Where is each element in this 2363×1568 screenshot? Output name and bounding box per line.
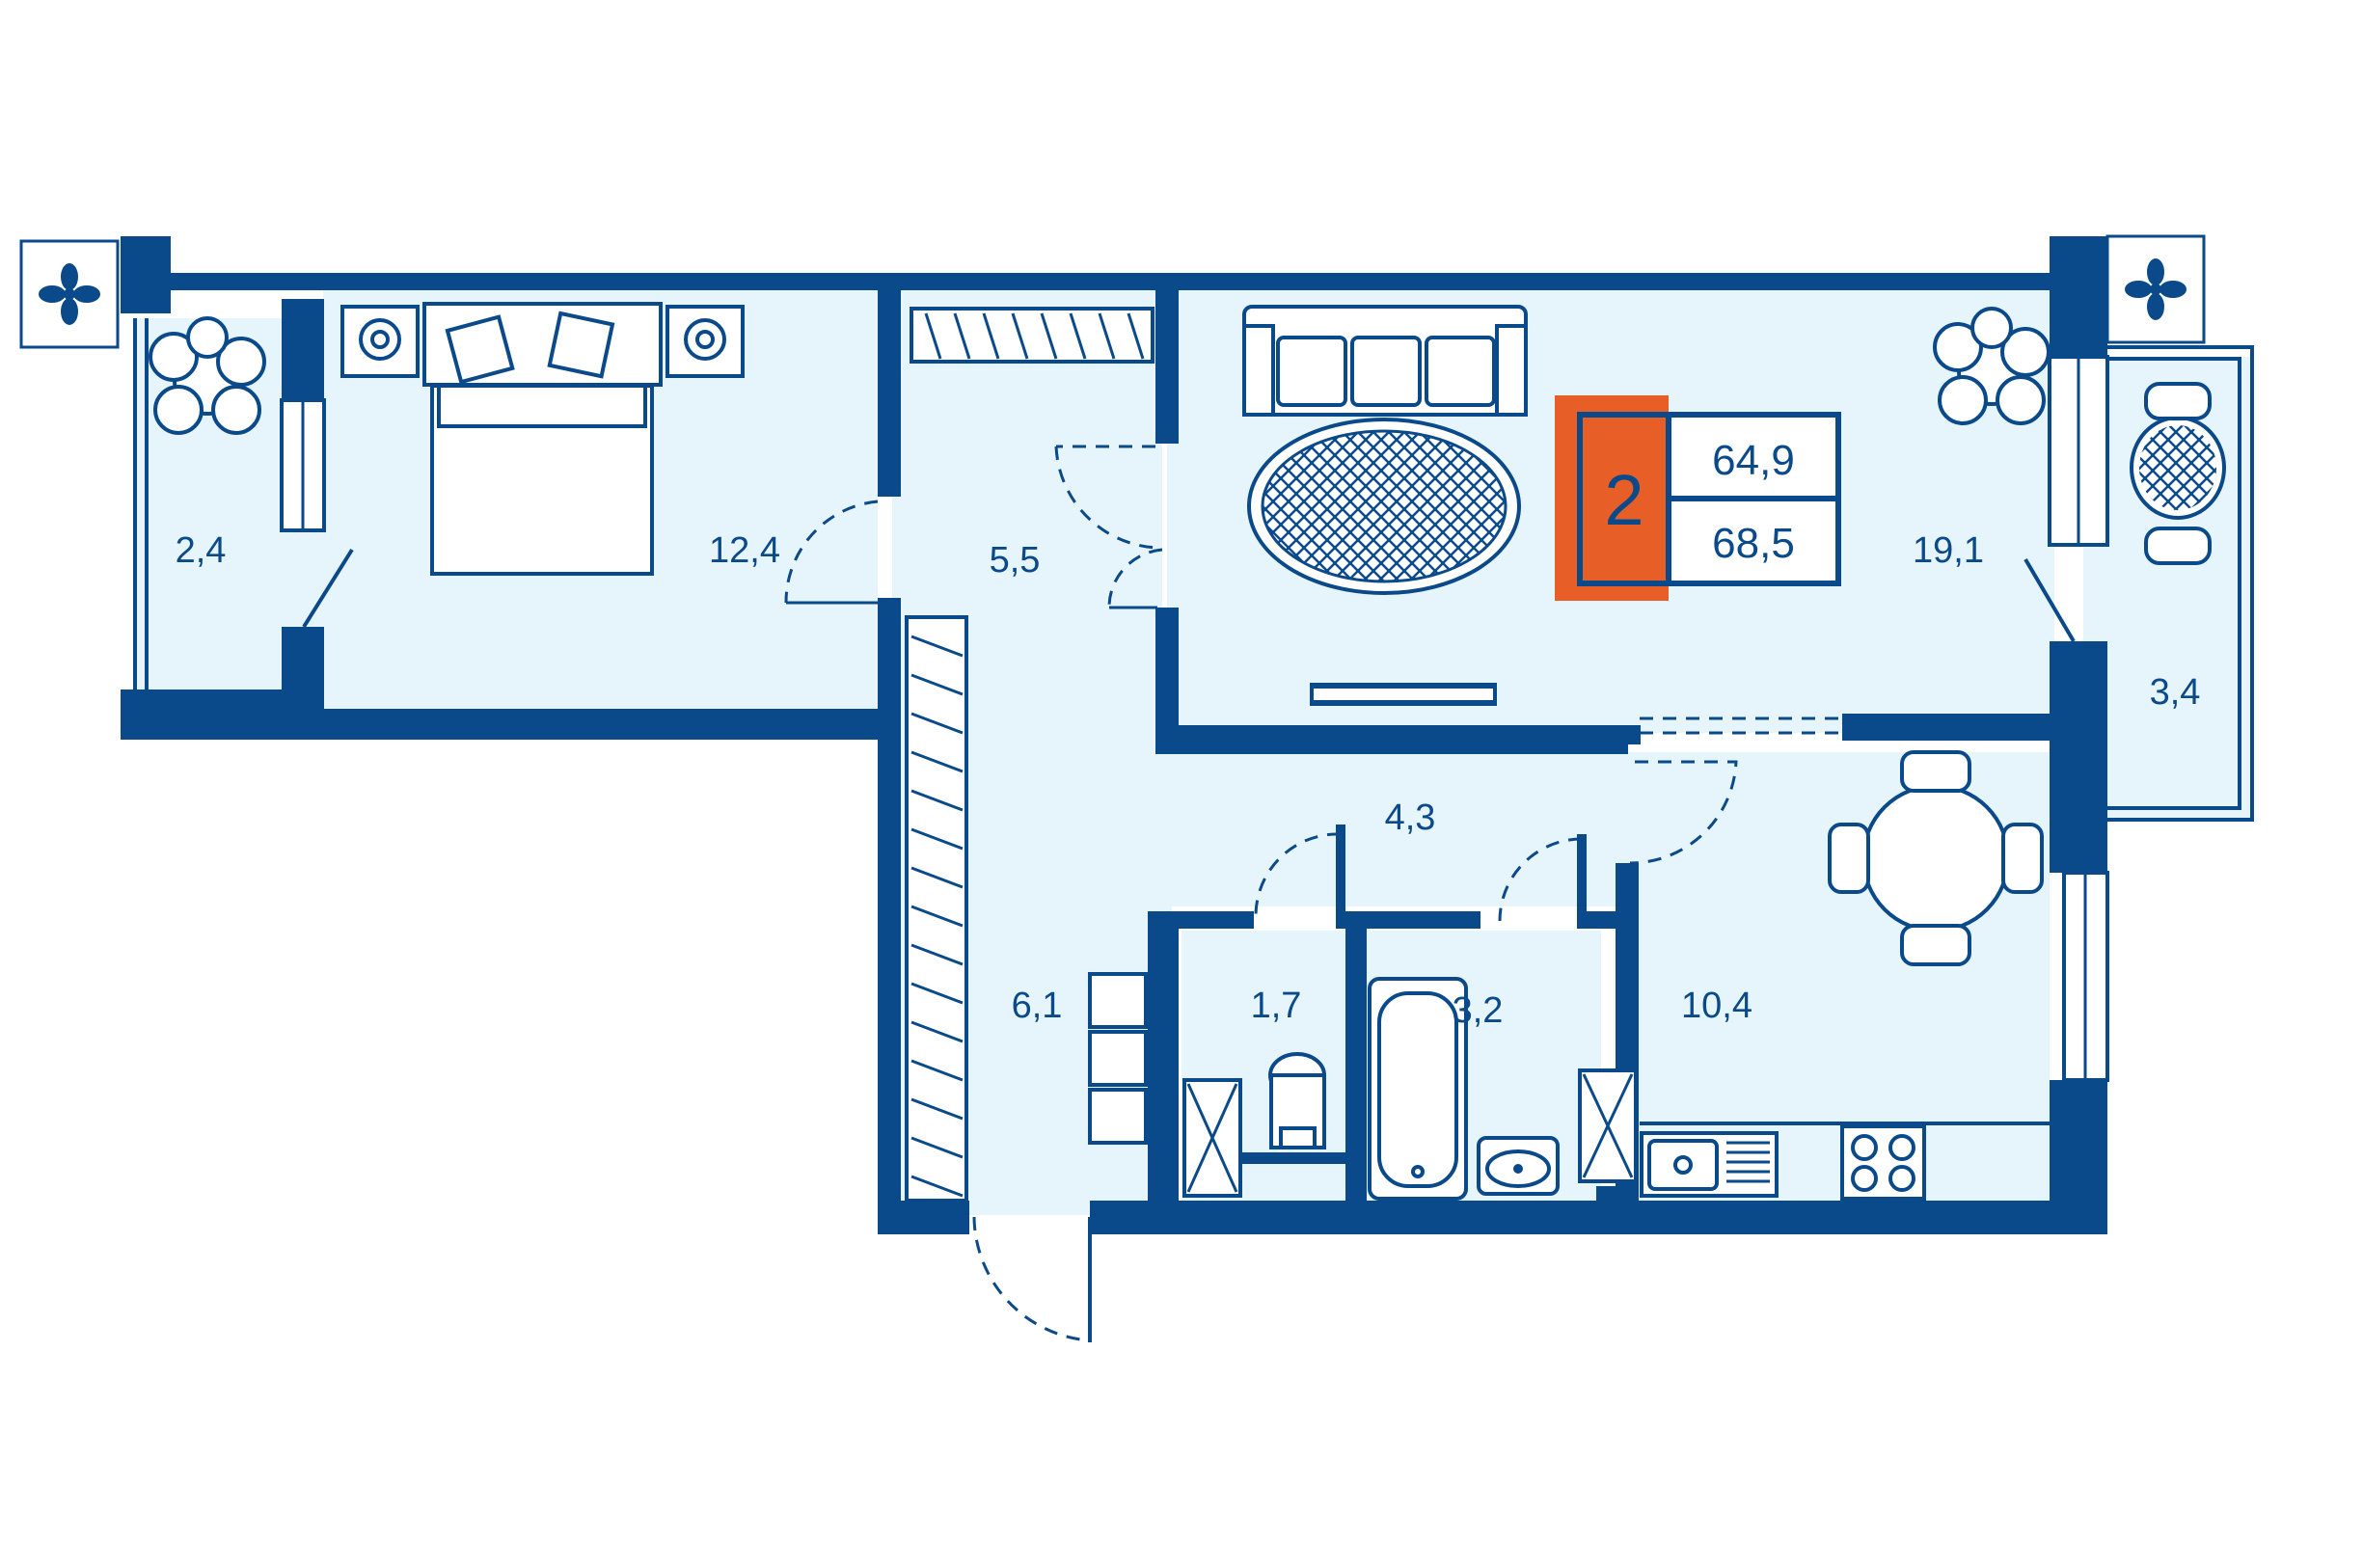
door-entrance <box>972 1216 1089 1342</box>
door-living-bottom <box>1107 548 1163 608</box>
area-loggia-left: 2,4 <box>176 530 227 571</box>
shaft-icon <box>1182 1078 1242 1198</box>
sink-icon <box>1477 1136 1560 1196</box>
walls <box>121 236 2107 1234</box>
toilet-icon <box>1268 1052 1326 1149</box>
sofa-icon <box>1242 305 1528 417</box>
ac-fan-icon <box>19 239 120 349</box>
area-corridor: 5,5 <box>990 540 1041 581</box>
door-kitchen <box>1629 760 1738 865</box>
living-area-value: 64,9 <box>1712 437 1795 484</box>
table-icon <box>1828 750 2044 966</box>
bathtub-icon <box>1368 977 1468 1201</box>
shoe-rack-icon <box>1088 972 1148 1145</box>
floor-hall <box>1162 752 1635 906</box>
area-labels: 2,4 12,4 5,5 19,1 3,4 4,3 6,1 1,7 3,2 10… <box>176 530 2201 1031</box>
area-bedroom: 12,4 <box>709 530 780 571</box>
area-entry: 6,1 <box>1012 986 1063 1026</box>
wardrobe-icon <box>910 307 1154 364</box>
area-kitchen: 10,4 <box>1681 986 1752 1026</box>
rug-icon <box>1247 418 1521 595</box>
doors <box>784 445 1842 1342</box>
tv-icon <box>1310 685 1497 704</box>
shaft-icon <box>1578 1068 1638 1183</box>
area-wc: 1,7 <box>1251 986 1302 1026</box>
floor-vest <box>974 1138 1100 1215</box>
area-balcony-right: 3,4 <box>2150 672 2201 713</box>
plant-icon <box>149 316 266 435</box>
door-living-arc <box>1054 446 1158 550</box>
table-icon <box>2130 382 2226 565</box>
windows <box>133 318 2254 1082</box>
plant-icon <box>1933 307 2051 425</box>
stove-icon <box>1840 1124 1926 1201</box>
total-area-value: 68,5 <box>1712 520 1795 567</box>
rooms-count: 2 <box>1604 460 1643 540</box>
area-hall: 4,3 <box>1385 798 1436 838</box>
apartment-badge: 2 64,9 68,5 <box>1555 395 1841 601</box>
wardrobe-icon <box>905 615 968 1203</box>
door-bedroom <box>784 500 879 604</box>
area-bath: 3,2 <box>1453 990 1504 1031</box>
sink-icon <box>1640 1131 1779 1198</box>
ac-fan-icon <box>2105 234 2206 344</box>
area-living: 19,1 <box>1913 530 1984 571</box>
bed-icon <box>340 302 745 576</box>
